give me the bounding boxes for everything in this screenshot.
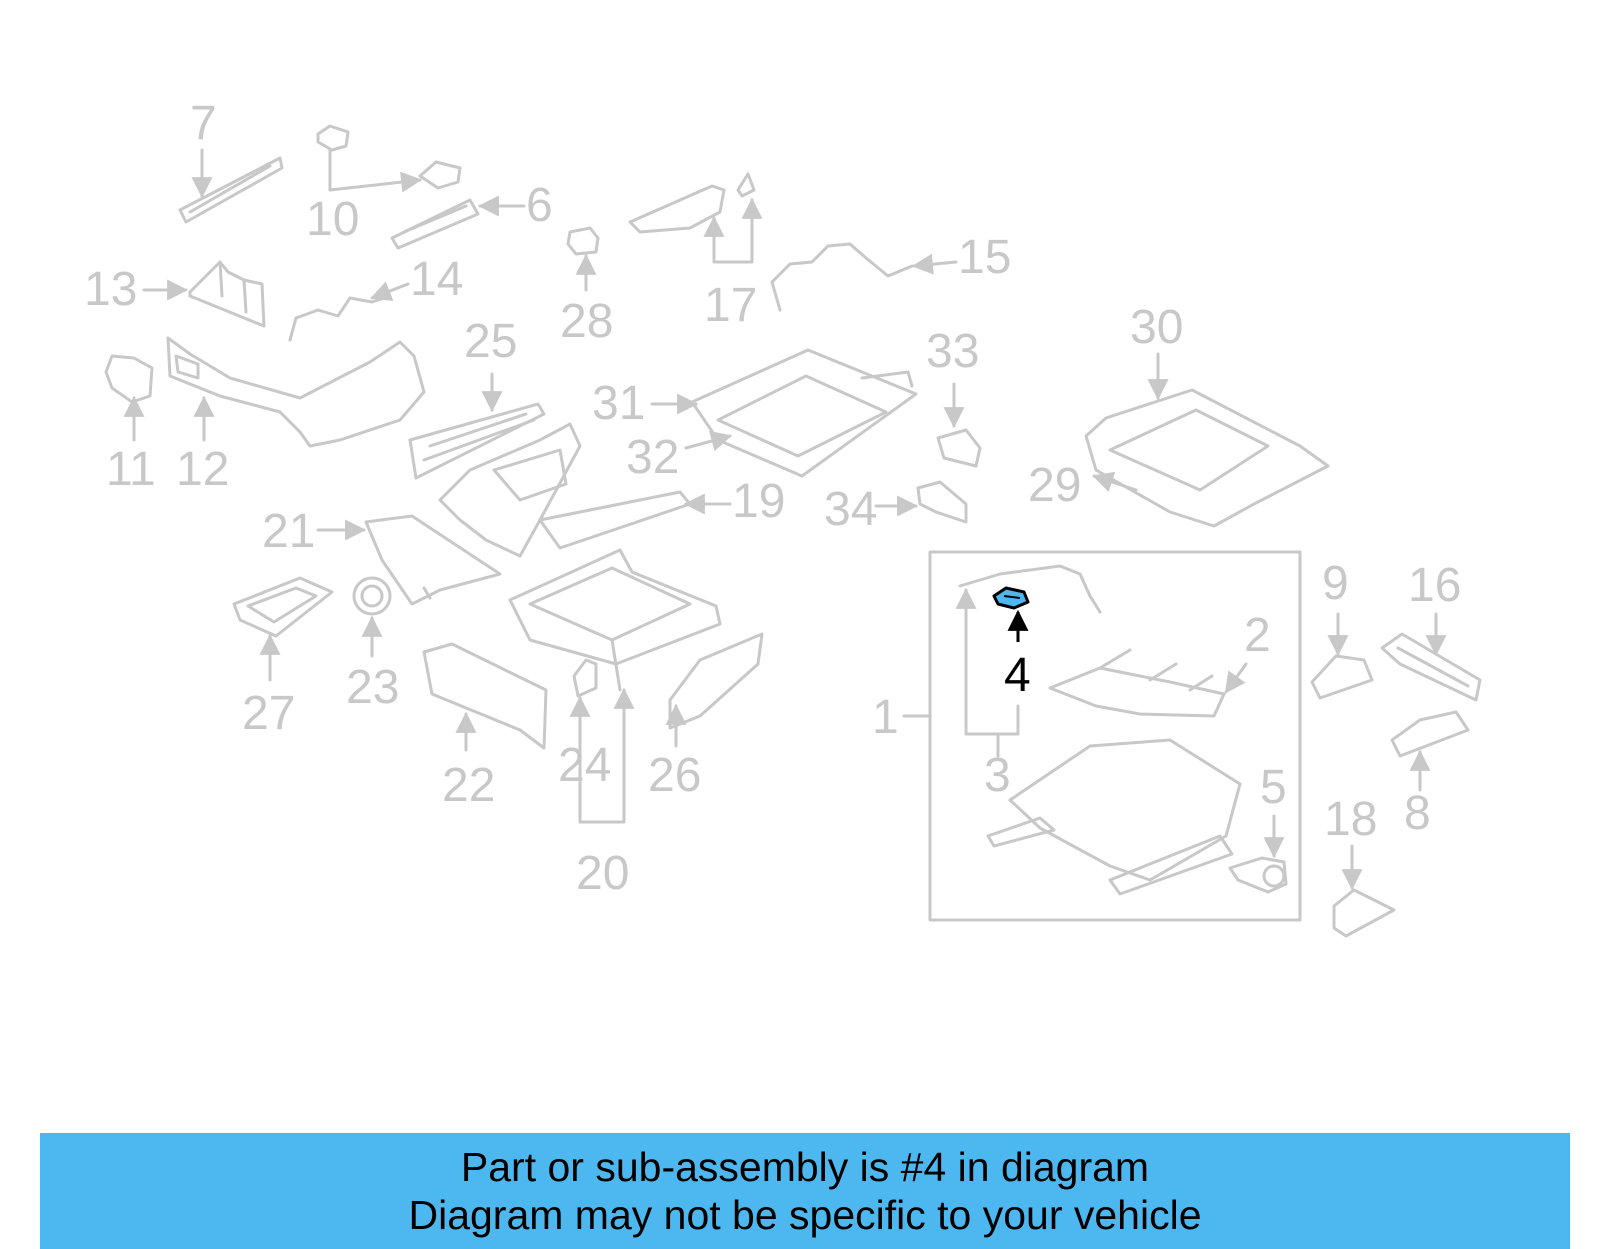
part-21-panel-drawing [364,514,502,606]
part-5-motor-drawing [1228,856,1288,894]
banner-disclaimer: Diagram may not be specific to your vehi… [408,1192,1202,1238]
callout-9: 9 [1322,557,1349,610]
callout-5: 5 [1260,761,1287,814]
callout-18: 18 [1324,793,1378,846]
callout-22: 22 [442,759,496,812]
part-9-drawing [1310,654,1374,700]
callout-34: 34 [824,483,878,536]
callout-15: 15 [958,231,1012,284]
part-2-wire-harness-drawing [1048,648,1226,718]
callout-13: 13 [84,263,138,316]
part-24-clip-drawing [572,658,598,698]
exploded-parts-diagram [104,124,1482,938]
info-banner: Part or sub-assembly is #4 in diagram Di… [40,1133,1570,1249]
part-31-32-cushion-frame-drawing [690,348,918,478]
callout-31: 31 [592,377,646,430]
part-22-panel-drawing [422,642,548,750]
part-6-cover-drawing [390,198,480,250]
callout-12: 12 [176,443,230,496]
part-15-harness-drawing [770,242,914,312]
callout-25: 25 [464,315,518,368]
callout-19: 19 [732,475,786,528]
callout-28: 28 [560,295,614,348]
part-17-knob-drawing [628,172,756,234]
part-20-track-drawing [508,548,722,692]
callout-30: 30 [1130,301,1184,354]
callout-8: 8 [1404,787,1431,840]
callout-14: 14 [410,253,464,306]
part-11-bracket-drawing [104,354,154,404]
callout-6: 6 [526,179,553,232]
callout-1: 1 [872,691,899,744]
part-14-cable-drawing [288,294,392,342]
callout-16: 16 [1408,559,1462,612]
callout-32: 32 [626,431,680,484]
banner-part-info: Part or sub-assembly is #4 in diagram [460,1144,1150,1190]
callout-17: 17 [704,279,758,332]
callout-33: 33 [926,325,980,378]
callout-20: 20 [576,847,630,900]
part-27-tray-drawing [232,576,334,638]
callout-24: 24 [558,739,612,792]
callout-11: 11 [106,443,156,496]
part-28-switch-drawing [566,226,600,256]
part-33-module-drawing [936,428,982,468]
part-29-30-seat-cushion-drawing [1084,388,1330,528]
part-25-mesh-drawing [408,402,546,480]
part-8-drawing [1390,710,1470,758]
callout-7: 7 [190,97,217,150]
callout-29: 29 [1028,459,1082,512]
sub-assembly-1-box [928,550,1302,922]
callout-2: 2 [1244,609,1271,662]
part-34-bracket-drawing [916,480,968,524]
part-3-seat-track-drawing [958,564,1242,896]
part-23-ring-drawing [352,576,392,616]
part-13-bracket-drawing [188,260,266,328]
part-16-drawing [1380,632,1482,702]
part-10-clips-drawing [316,124,462,190]
part-18-drawing [1332,888,1396,938]
callout-23: 23 [346,661,400,714]
callout-21: 21 [262,505,316,558]
leader-lines [123,148,1447,891]
callout-10: 10 [306,193,360,246]
callout-27: 27 [242,687,296,740]
part-26-cover-drawing [668,632,764,730]
callout-4-active: 4 [1004,649,1031,702]
part-4-highlighted-drawing [992,586,1030,642]
part-7-rail-drawing [178,156,284,224]
callout-3: 3 [984,749,1011,802]
part-12-side-trim-drawing [166,336,426,448]
callout-26: 26 [648,749,702,802]
